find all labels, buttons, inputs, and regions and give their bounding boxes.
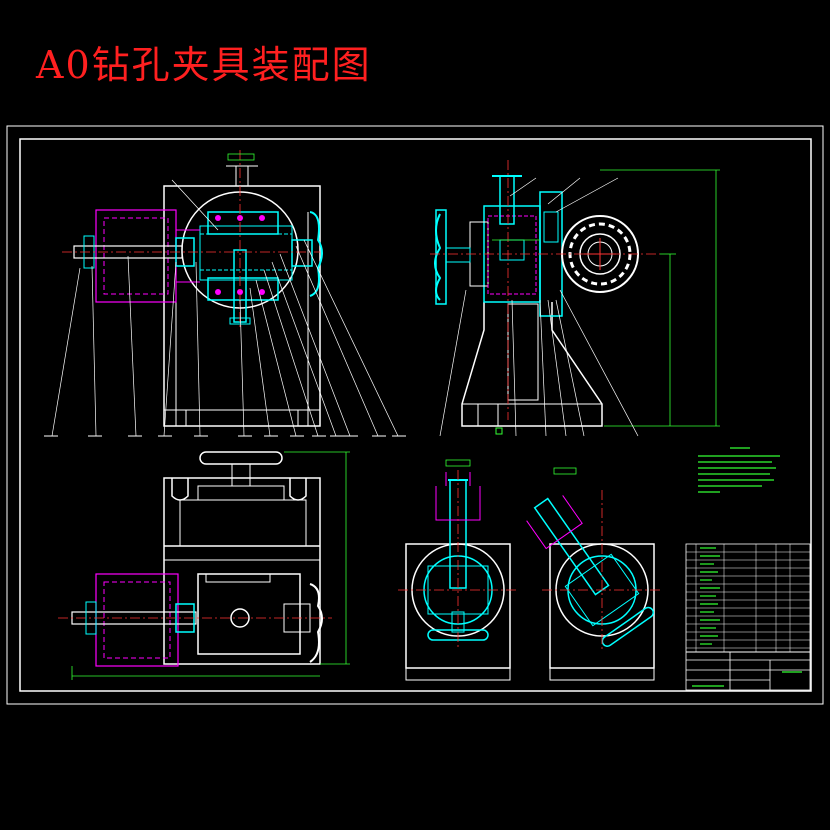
section-view-b [526,467,662,681]
section-view-a [398,459,518,681]
technical-notes [698,447,780,493]
side-view [430,160,720,437]
front-view [44,150,406,437]
top-view [58,451,350,680]
drawing-title: A0钻孔夹具装配图 [36,43,372,87]
outer-frame [6,125,824,705]
inner-frame [19,138,812,692]
title-block [685,543,811,691]
